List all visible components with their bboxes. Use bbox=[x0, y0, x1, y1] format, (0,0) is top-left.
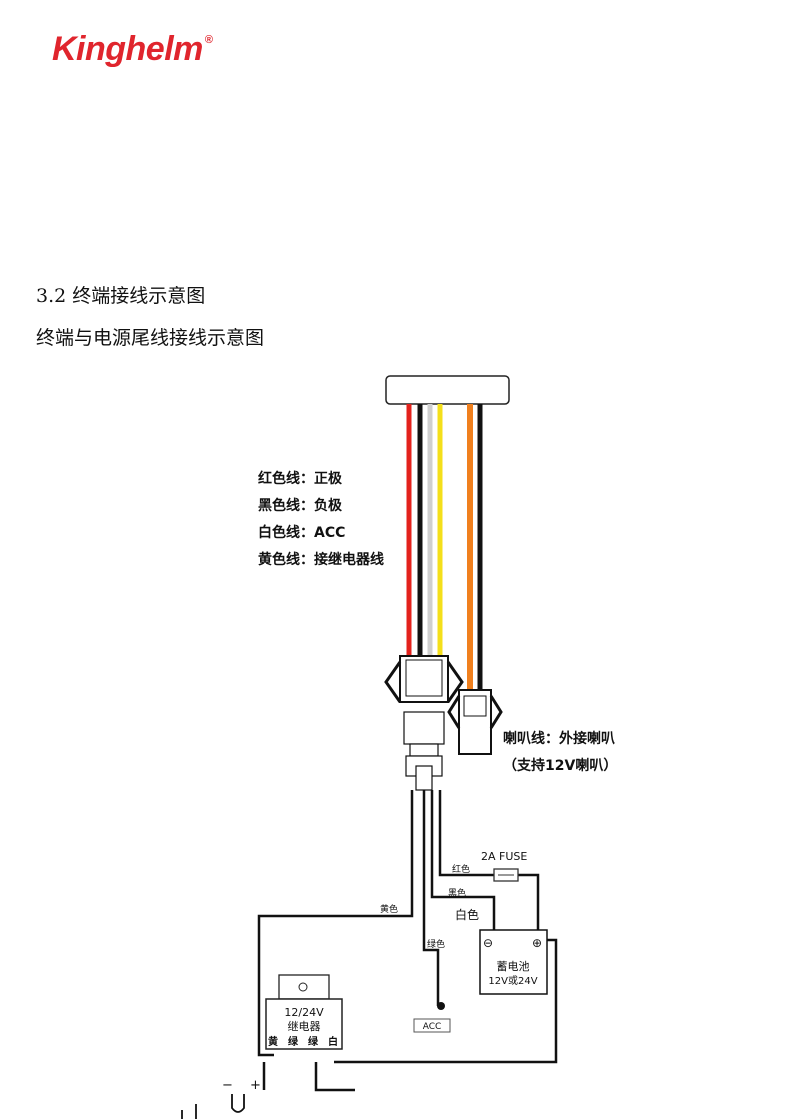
wire-label-red: 红色 bbox=[452, 863, 470, 875]
main-connector bbox=[384, 655, 464, 791]
relay-pin-white: 白 bbox=[328, 1035, 338, 1048]
relay-pin-yellow: 黄 bbox=[268, 1035, 278, 1048]
polarity-plus: + bbox=[250, 1078, 261, 1093]
wire-label-yellow: 黄色 bbox=[380, 903, 398, 915]
brand-logo: Kinghelm® bbox=[52, 30, 213, 68]
speaker-label-1: 喇叭线：外接喇叭 bbox=[503, 730, 615, 747]
wire-label-white: 白色 bbox=[455, 907, 479, 922]
acc-terminal bbox=[437, 1002, 445, 1010]
upper-wire-bundle bbox=[406, 404, 483, 690]
battery-voltage: 12V或24V bbox=[488, 975, 537, 987]
wire-label-green: 绿色 bbox=[427, 938, 445, 950]
battery-minus: ⊖ bbox=[483, 936, 493, 950]
speaker-label-2: （支持12V喇叭） bbox=[503, 757, 617, 774]
battery bbox=[479, 929, 548, 995]
relay-voltage: 12/24V bbox=[284, 1006, 324, 1019]
acc-label: ACC bbox=[423, 1022, 442, 1032]
legend-yellow: 黄色线：接继电器线 bbox=[258, 551, 384, 568]
legend-red: 红色线：正极 bbox=[258, 470, 343, 487]
battery-plus: ⊕ bbox=[532, 936, 542, 950]
terminal-device bbox=[385, 375, 510, 405]
fuse-label: 2A FUSE bbox=[481, 850, 527, 863]
section-subtitle: 终端与电源尾线接线示意图 bbox=[36, 327, 265, 349]
speaker-connector bbox=[447, 689, 503, 755]
fuse bbox=[493, 868, 519, 882]
acc-label-box bbox=[413, 1018, 451, 1033]
ground-symbol bbox=[181, 1094, 245, 1119]
legend-black: 黑色线：负极 bbox=[258, 497, 343, 514]
legend-white: 白色线：ACC bbox=[258, 524, 345, 541]
relay bbox=[265, 974, 343, 1050]
battery-name: 蓄电池 bbox=[497, 960, 530, 973]
lower-wires bbox=[257, 790, 558, 1092]
relay-pin-green-2: 绿 bbox=[308, 1035, 319, 1048]
wire-label-black: 黑色 bbox=[448, 887, 466, 899]
section-title: 3.2 终端接线示意图 bbox=[36, 285, 206, 307]
relay-name: 继电器 bbox=[288, 1020, 321, 1033]
polarity-minus: − bbox=[222, 1078, 233, 1093]
relay-pin-green-1: 绿 bbox=[288, 1035, 299, 1048]
